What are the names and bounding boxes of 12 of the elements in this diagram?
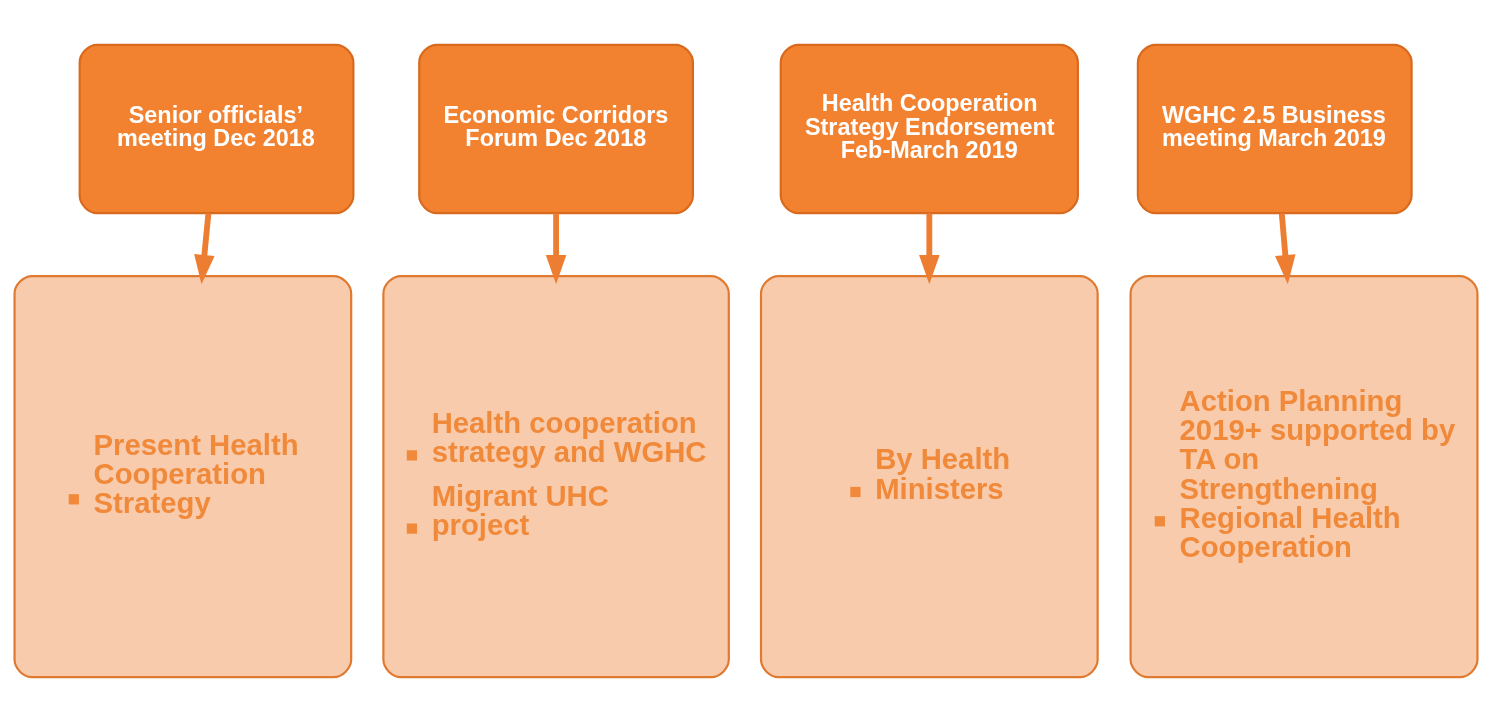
arrow xyxy=(545,213,567,285)
arrow xyxy=(194,213,215,285)
node-box: By Health Ministers xyxy=(759,275,1099,679)
node-box: Present Health Cooperation Strategy xyxy=(13,275,353,679)
node-box: Health Cooperation Strategy Endorsement Feb-March 2019 xyxy=(779,43,1079,215)
node-box: Senior officials’ meeting Dec 2018 xyxy=(78,43,355,215)
arrow xyxy=(1275,213,1296,285)
node-box: WGHC 2.5 Business meeting March 2019 xyxy=(1136,43,1413,215)
node-box: Action Planning 2019+ supported by TA on Strengthening Regional Health Cooperation xyxy=(1129,275,1479,679)
node-box: Health cooperation strategy and WGHC Migrant UHC project xyxy=(382,275,730,679)
node-box: Economic Corridors Forum Dec 2018 xyxy=(418,43,695,215)
arrow xyxy=(919,213,940,285)
